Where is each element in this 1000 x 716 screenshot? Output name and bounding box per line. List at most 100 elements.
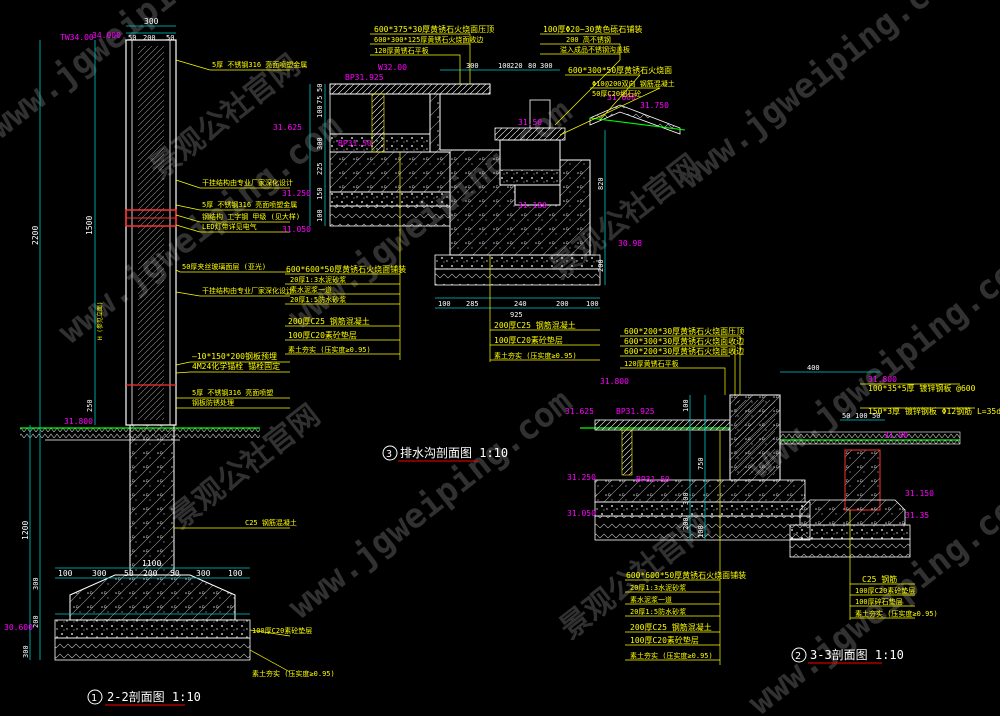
foundation-footing xyxy=(69,574,236,621)
dim-1200: 1200 xyxy=(21,521,30,540)
svg-text:150: 150 xyxy=(316,187,324,200)
svg-text:75: 75 xyxy=(316,96,324,104)
svg-text:200厚C25 钢筋混凝土: 200厚C25 钢筋混凝土 xyxy=(494,320,576,330)
cushion-layer xyxy=(54,619,251,639)
dim-50b: 50 xyxy=(166,34,174,42)
dim-1500: 1500 xyxy=(85,216,94,235)
drain-top-dims: 300 100 220 80 300 xyxy=(466,62,553,70)
svg-text:31.750: 31.750 xyxy=(640,101,669,110)
section-number: 1 xyxy=(91,693,97,704)
dim-2200: 2200 xyxy=(31,226,40,245)
svg-text:200: 200 xyxy=(143,569,158,578)
svg-text:600*300*125厚黄锈石火烧面收边: 600*300*125厚黄锈石火烧面收边 xyxy=(374,35,483,44)
left-concrete xyxy=(329,151,451,193)
svg-text:BP31.925: BP31.925 xyxy=(345,73,384,82)
right-cushion xyxy=(434,254,601,270)
dim-300a: 300 xyxy=(32,577,40,590)
section-number: 2 xyxy=(795,651,801,662)
svg-text:Φ10@200双向 钢筋混凝土: Φ10@200双向 钢筋混凝土 xyxy=(592,79,675,88)
svg-text:100厚C20素砼垫层: 100厚C20素砼垫层 xyxy=(630,635,699,645)
svg-text:600*600*50厚黄锈石火烧面铺装: 600*600*50厚黄锈石火烧面铺装 xyxy=(626,570,746,580)
svg-text:100*35*5厚 镀锌钢板 @600: 100*35*5厚 镀锌钢板 @600 xyxy=(868,383,976,393)
svg-text:素土夯实 (压实度≥0.95): 素土夯实 (压实度≥0.95) xyxy=(630,651,713,660)
svg-text:31.625: 31.625 xyxy=(565,407,594,416)
svg-text:C25 钢筋: C25 钢筋 xyxy=(862,574,897,584)
bollard xyxy=(621,429,633,476)
section-title: 排水沟剖面图 1:10 xyxy=(400,446,508,460)
svg-text:BP31.50: BP31.50 xyxy=(338,139,372,148)
left-cushion xyxy=(329,191,451,207)
svg-text:300: 300 xyxy=(540,62,553,70)
svg-text:220: 220 xyxy=(510,62,523,70)
svg-text:钢板防锈处理: 钢板防锈处理 xyxy=(192,398,234,407)
svg-text:100: 100 xyxy=(58,569,73,578)
svg-text:1100: 1100 xyxy=(142,559,161,568)
section-number: 3 xyxy=(386,449,392,460)
drain-layer-notes: 600*600*50厚黄锈石火烧面铺装 20厚1:3水泥砂浆 素水泥浆一道 20… xyxy=(286,264,577,360)
svg-text:100: 100 xyxy=(438,300,451,308)
svg-text:120厚黄锈石平板: 120厚黄锈石平板 xyxy=(374,46,429,55)
section-3-3: 400 50 100 50 750 100 300 200 100 31.800… xyxy=(565,326,1000,665)
svg-text:31.050: 31.050 xyxy=(567,509,596,518)
svg-text:120厚黄锈石平板: 120厚黄锈石平板 xyxy=(624,359,679,368)
svg-text:600*600*50厚黄锈石火烧面铺装: 600*600*50厚黄锈石火烧面铺装 xyxy=(286,264,406,274)
elev-base: 30.600 xyxy=(4,623,33,632)
svg-text:干挂结构由专业厂家深化设计: 干挂结构由专业厂家深化设计 xyxy=(202,286,293,295)
svg-text:素土夯实 (压实度≥0.95): 素土夯实 (压实度≥0.95) xyxy=(855,609,938,618)
elev-top: TW34.00 xyxy=(60,33,94,42)
svg-text:600*200*30厚黄锈石火烧面压顶: 600*200*30厚黄锈石火烧面压顶 xyxy=(624,326,744,336)
bottom-dims: 100 300 50 200 50 300 100 1100 xyxy=(58,559,243,578)
drain-elevations: BP31.925 W32.00 31.625 BP31.50 31.600 31… xyxy=(273,63,669,248)
notes-3-3-top: 600*200*30厚黄锈石火烧面压顶 600*300*30厚黄锈石火烧面收边 … xyxy=(624,326,1000,416)
svg-text:50: 50 xyxy=(316,84,324,92)
svg-text:LED灯带详见电气: LED灯带详见电气 xyxy=(202,222,257,231)
section-title: 3-3剖面图 1:10 xyxy=(810,648,904,662)
dimension-lines-3-3 xyxy=(689,371,885,540)
ditch-wall xyxy=(429,93,591,256)
svg-text:300: 300 xyxy=(316,137,324,150)
svg-text:素水泥浆一道: 素水泥浆一道 xyxy=(630,595,672,604)
svg-text:820: 820 xyxy=(597,177,605,190)
svg-text:5厚 不锈钢316 亮面喷塑: 5厚 不锈钢316 亮面喷塑 xyxy=(192,388,273,397)
svg-text:31.180: 31.180 xyxy=(518,201,547,210)
svg-text:31.150: 31.150 xyxy=(905,489,934,498)
leaders-3-3-top xyxy=(620,335,975,409)
leaders-2-2 xyxy=(174,59,291,673)
column-cladding-hatch xyxy=(138,46,164,420)
svg-text:31.050: 31.050 xyxy=(282,225,311,234)
svg-text:4M24化学锚栓 锚栓固定: 4M24化学锚栓 锚栓固定 xyxy=(192,361,280,371)
left-paving xyxy=(594,419,731,431)
svg-text:600*375*30厚黄锈石火烧面压顶: 600*375*30厚黄锈石火烧面压顶 xyxy=(374,24,494,34)
svg-text:100: 100 xyxy=(316,105,324,118)
svg-text:干挂结构由专业厂家深化设计: 干挂结构由专业厂家深化设计 xyxy=(202,178,293,187)
left-soil xyxy=(329,205,451,227)
svg-text:5厚 不锈钢316 亮面喷塑金属: 5厚 不锈钢316 亮面喷塑金属 xyxy=(202,200,297,209)
coping xyxy=(329,83,491,95)
elev-ground: 31.800 xyxy=(64,417,93,426)
leaders-drain-top xyxy=(370,33,661,136)
svg-text:200厚C25 钢筋混凝土: 200厚C25 钢筋混凝土 xyxy=(630,622,712,632)
right-soil xyxy=(434,268,601,286)
svg-text:C25 钢筋混凝土: C25 钢筋混凝土 xyxy=(245,518,297,527)
svg-text:80: 80 xyxy=(528,62,536,70)
svg-text:素水泥浆一道: 素水泥浆一道 xyxy=(290,285,332,294)
svg-text:100厚Φ20~30黄色砾石铺装: 100厚Φ20~30黄色砾石铺装 xyxy=(543,24,642,34)
svg-text:素土夯实 (压实度≥0.95): 素土夯实 (压实度≥0.95) xyxy=(288,345,371,354)
svg-text:20厚1:5防水砂浆: 20厚1:5防水砂浆 xyxy=(290,295,346,304)
svg-text:31.800: 31.800 xyxy=(868,375,897,384)
section-number-circle xyxy=(382,445,398,461)
svg-text:200厚C25 钢筋混凝土: 200厚C25 钢筋混凝土 xyxy=(288,316,370,326)
dims-3-3: 400 50 100 50 750 100 300 200 100 xyxy=(682,364,880,538)
compact-soil xyxy=(54,637,251,661)
svg-text:30.98: 30.98 xyxy=(618,239,642,248)
svg-text:100厚碎石垫层: 100厚碎石垫层 xyxy=(855,597,903,606)
notes-3-3-layers: 600*600*50厚黄锈石火烧面铺装 20厚1:3水泥砂浆 素水泥浆一道 20… xyxy=(626,570,938,660)
svg-text:150*3厚 镀锌钢板 Φ12钢筋 L=35d: 150*3厚 镀锌钢板 Φ12钢筋 L=35d xyxy=(868,406,1000,416)
svg-text:BP31.925: BP31.925 xyxy=(616,407,655,416)
svg-text:300: 300 xyxy=(682,492,690,505)
svg-text:20厚1:3水泥砂浆: 20厚1:3水泥砂浆 xyxy=(630,583,686,592)
svg-text:600*300*50厚黄锈石火烧面: 600*300*50厚黄锈石火烧面 xyxy=(568,65,672,75)
drain-bottom-dims: 100 285 240 200 100 925 xyxy=(438,300,599,319)
drain-top-notes: 600*375*30厚黄锈石火烧面压顶 600*300*125厚黄锈石火烧面收边… xyxy=(374,24,675,98)
drain-left-dims: 50 75 100 300 225 150 100 xyxy=(316,84,324,222)
